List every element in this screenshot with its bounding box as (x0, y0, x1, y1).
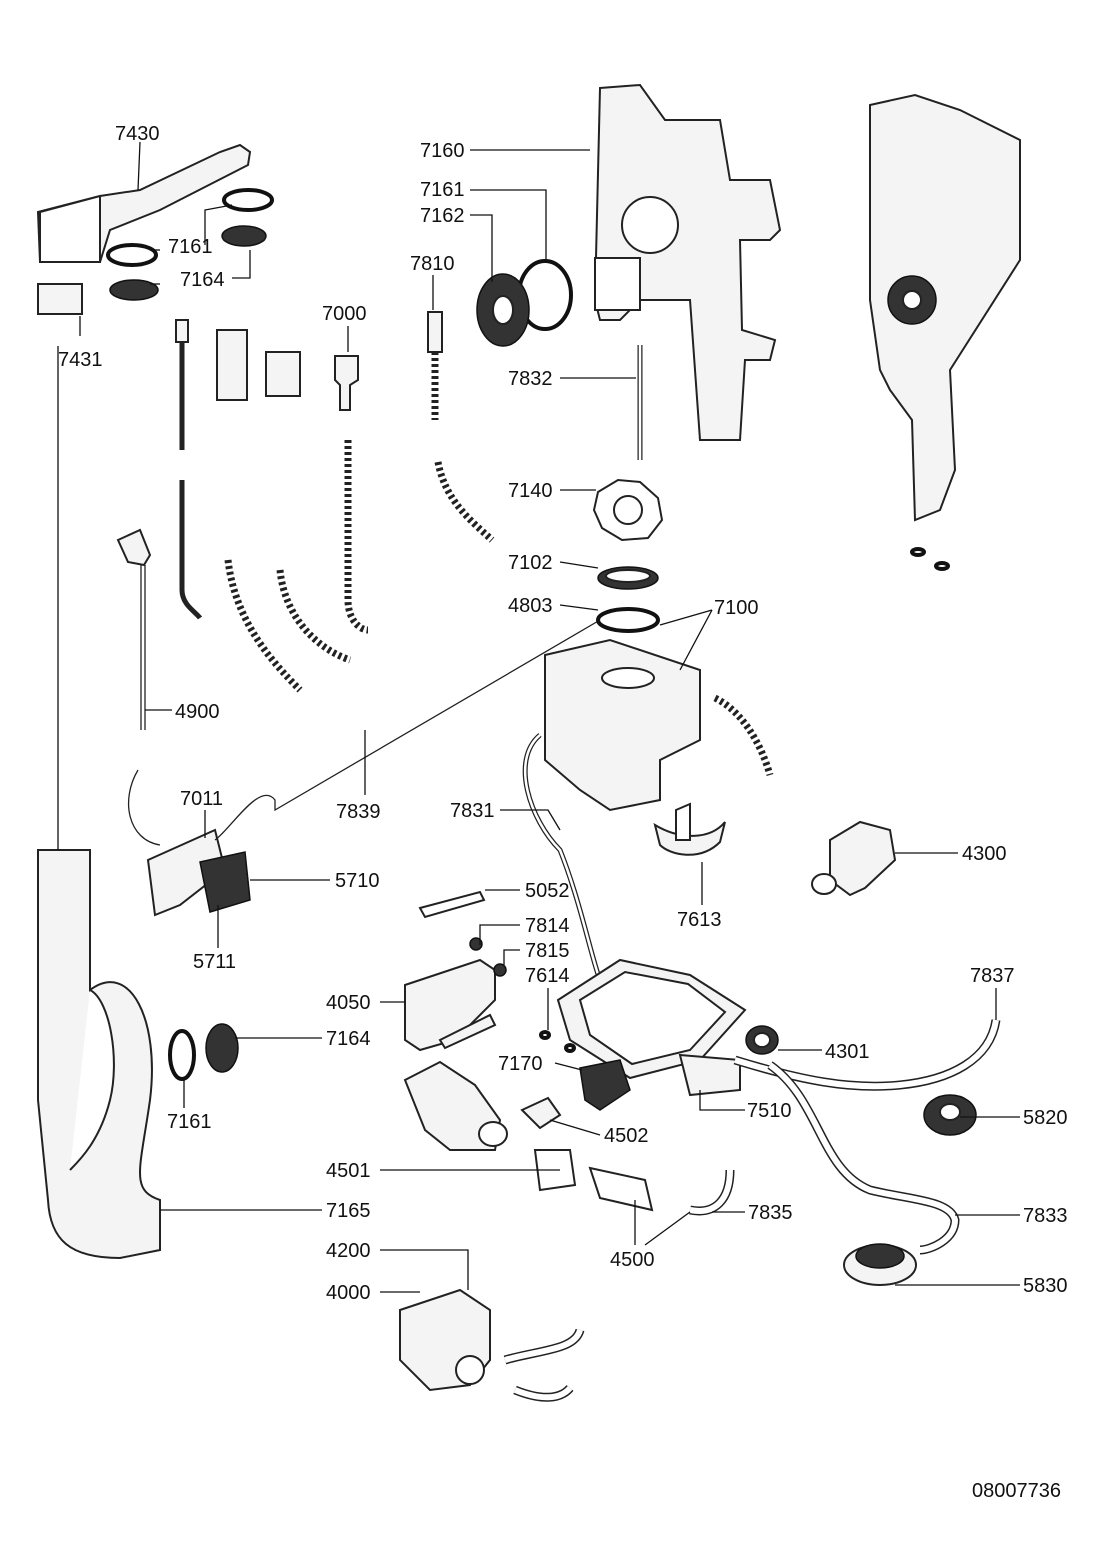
label-7162: 7162 (420, 205, 465, 227)
part-7170 (579, 1059, 631, 1111)
label-5710: 5710 (335, 870, 380, 892)
label-7100: 7100 (714, 597, 759, 619)
part-5052 (418, 890, 486, 919)
part-sump (539, 958, 779, 1097)
part-7102-4803-rings (596, 566, 660, 633)
leader-lines (57, 141, 1020, 1293)
part-7430-duct (36, 143, 252, 315)
part-7160-frame (593, 83, 782, 441)
part-circulation-pump (403, 1060, 508, 1151)
part-tank-right (869, 93, 1021, 571)
label-7430: 7430 (115, 123, 160, 145)
label-4803: 4803 (508, 595, 553, 617)
label-7165: 7165 (326, 1200, 371, 1222)
part-7140-cap (592, 478, 664, 542)
label-4501: 4501 (326, 1160, 371, 1182)
label-7000: 7000 (322, 303, 367, 325)
part-labels: 7430 7161 7164 7431 7160 7161 7162 7810 … (58, 123, 1068, 1304)
part-5830-pressure-switch (843, 1243, 917, 1286)
label-4900: 4900 (175, 701, 220, 723)
label-7839: 7839 (336, 801, 381, 823)
label-7832: 7832 (508, 368, 553, 390)
label-7164-top: 7164 (180, 269, 225, 291)
part-rings-mid-left (168, 1023, 239, 1081)
label-7161-mid: 7161 (420, 179, 465, 201)
part-7100-softener (522, 638, 774, 981)
label-7510: 7510 (747, 1100, 792, 1122)
part-7613 (653, 802, 726, 856)
drawing-code: 08007736 (972, 1480, 1061, 1502)
label-7164-mid: 7164 (326, 1028, 371, 1050)
label-4300: 4300 (962, 843, 1007, 865)
label-4301: 4301 (825, 1041, 870, 1063)
part-7810-hose (427, 311, 495, 543)
label-4050: 4050 (326, 992, 371, 1014)
label-4502: 4502 (604, 1125, 649, 1147)
label-7815: 7815 (525, 940, 570, 962)
part-inlet-hoses (175, 319, 369, 693)
label-7835: 7835 (748, 1202, 793, 1224)
part-4000-drain-pump (399, 1288, 585, 1402)
label-7614: 7614 (525, 965, 570, 987)
label-7161-top: 7161 (168, 236, 213, 258)
part-rings-top-left (106, 188, 274, 301)
label-7431: 7431 (58, 349, 103, 371)
part-7011-5710-valve (146, 619, 601, 917)
label-4000: 4000 (326, 1282, 371, 1304)
label-5052: 5052 (525, 880, 570, 902)
label-7102: 7102 (508, 552, 553, 574)
label-4500: 4500 (610, 1249, 655, 1271)
label-7161-bottom: 7161 (167, 1111, 212, 1133)
label-7170: 7170 (498, 1053, 543, 1075)
label-7613: 7613 (677, 909, 722, 931)
label-4200: 4200 (326, 1240, 371, 1262)
label-5830: 5830 (1023, 1275, 1068, 1297)
label-5820: 5820 (1023, 1107, 1068, 1129)
part-4050 (404, 937, 507, 1052)
label-7011: 7011 (180, 788, 223, 810)
label-7833: 7833 (1023, 1205, 1068, 1227)
label-7140: 7140 (508, 480, 553, 502)
part-4900-cable (116, 528, 161, 846)
label-5711: 5711 (193, 951, 236, 973)
label-7837: 7837 (970, 965, 1015, 987)
part-4300-pump (811, 820, 897, 897)
part-5820-sensor (923, 1094, 977, 1136)
part-4502 (520, 1096, 562, 1130)
label-7814: 7814 (525, 915, 570, 937)
part-7165-sump-duct (37, 849, 161, 1260)
label-7160: 7160 (420, 140, 465, 162)
part-7161-7162-seals (476, 259, 573, 347)
label-7810: 7810 (410, 253, 455, 275)
label-7831: 7831 (450, 800, 495, 822)
